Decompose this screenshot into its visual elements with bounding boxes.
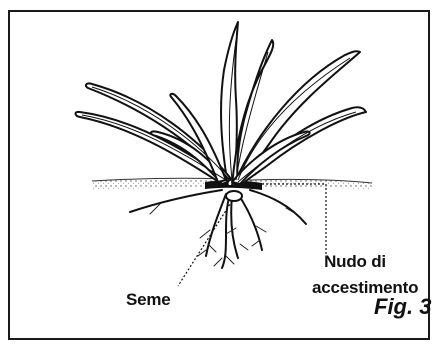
- fine-roots: [150, 204, 296, 266]
- leaf-veins: [82, 40, 356, 182]
- leaves: [76, 22, 367, 186]
- tillering-node-leader-line: [262, 184, 326, 256]
- seed: [226, 191, 242, 201]
- seed-leader-line: [178, 201, 232, 286]
- label-tillering-node-line1: Nudo di: [312, 249, 398, 275]
- label-seed: Seme: [126, 290, 171, 310]
- roots: [130, 190, 306, 268]
- figure-caption: Fig. 3: [374, 294, 431, 320]
